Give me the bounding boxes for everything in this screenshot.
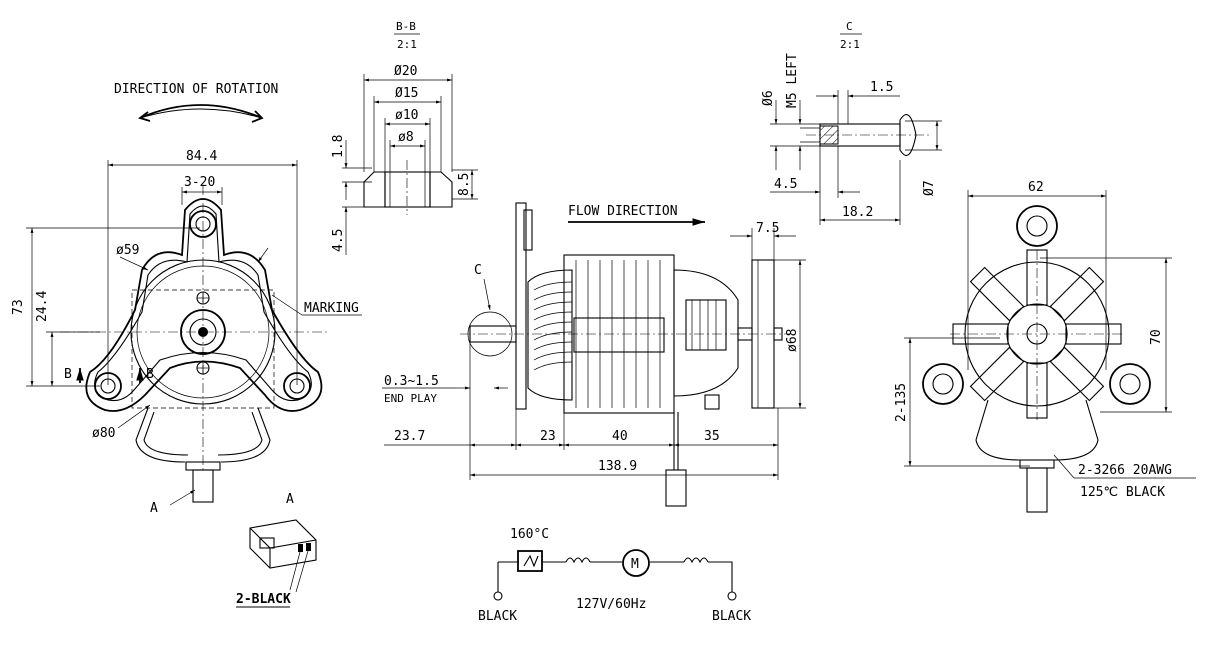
dim-total-label: 138.9 [598,459,637,474]
motor-icon [622,549,650,577]
marking-label: MARKING [304,301,359,316]
end-play-value: 0.3~1.5 [384,374,439,389]
dim-center-height-label: 24.4 [35,291,50,322]
connector-wires-label: 2-BLACK [236,592,291,607]
terminal-left-icon [493,591,503,601]
dim-135-label: 2-135 [894,383,909,422]
dim-height-label: 73 [11,299,26,315]
section-bb: B-B 2:1 Ø20 Ø15 ø10 ø8 1.8 4.5 8.5 [331,20,478,255]
connector-a-label: A [286,492,294,507]
circuit-diagram: 160°C M 127V/60Hz BLACK BLACK [478,527,751,624]
l182-label: 18.2 [842,205,873,220]
wire-color-label: 125℃ BLACK [1080,485,1165,500]
l15-label: 1.5 [870,80,893,95]
section-b-right: B [146,367,154,382]
section-b-left: B [64,367,72,382]
dim-slot-label: 3-20 [184,175,215,190]
lead-a-label: A [150,501,158,516]
wire-spec-label: 2-3266 20AWG [1078,463,1172,478]
dim-diam-59-label: ø59 [116,243,139,258]
motor-label: M [631,557,639,572]
coil-left-icon [565,557,591,564]
terminal-right-icon [727,591,737,601]
dim-23-label: 23 [540,429,556,444]
connector-view: A 2-BLACK [236,492,317,608]
left-wire-label: BLACK [478,609,517,624]
dim-35-label: 35 [704,429,720,444]
detail-c: C 2:1 Ø6 M5 LEFT 1.5 4.5 18.2 Ø7 [761,20,942,225]
d6-label: Ø6 [761,90,776,106]
rear-view: 62 70 2-135 [894,180,1196,513]
side-view: FLOW DIRECTION C [382,202,806,507]
detail-c-scale: 2:1 [840,38,860,51]
l45-label: 4.5 [774,177,797,192]
voltage-label: 127V/60Hz [576,597,646,612]
h85-label: 8.5 [457,173,472,196]
d7-label: Ø7 [922,180,937,196]
section-bb-title: B-B [396,20,416,33]
thread-label: M5 LEFT [785,53,800,108]
end-play-label: END PLAY [384,392,437,405]
dim-70-label: 70 [1149,329,1164,345]
flow-direction-label: FLOW DIRECTION [568,204,678,219]
dim-diam-80-label: ø80 [92,426,115,441]
side-c-label: C [474,263,482,278]
dim-width-label: 84.4 [186,149,217,164]
h18-label: 1.8 [331,135,346,158]
section-bb-scale: 2:1 [397,38,417,51]
coil-right-icon [683,557,709,564]
h45-label: 4.5 [331,229,346,252]
dim-62-label: 62 [1028,180,1044,195]
direction-of-rotation-label: DIRECTION OF ROTATION [114,82,278,97]
detail-c-title: C [846,20,853,33]
dim-40-label: 40 [612,429,628,444]
thermal-label: 160°C [510,527,549,542]
d15-label: Ø15 [395,86,418,101]
dim-d68-label: ø68 [785,329,800,352]
dim-75-label: 7.5 [756,221,779,236]
dim-237-label: 23.7 [394,429,425,444]
d10-label: ø10 [395,108,418,123]
right-wire-label: BLACK [712,609,751,624]
d20-label: Ø20 [394,64,417,79]
thermal-protector-icon [517,550,543,572]
front-view: DIRECTION OF ROTATION 84.4 3-20 73 24.4 [11,82,362,516]
d8-label: ø8 [398,130,414,145]
